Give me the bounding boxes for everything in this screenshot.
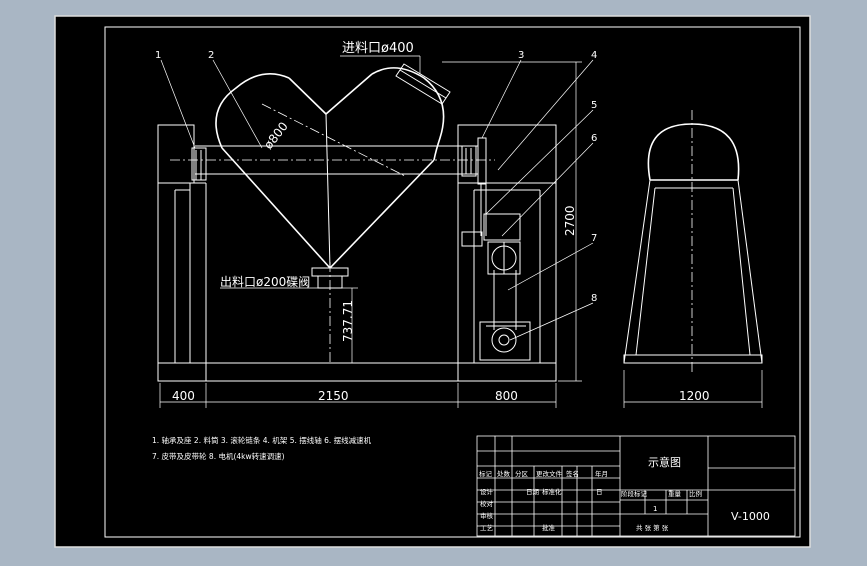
callout-1: 1: [155, 50, 161, 61]
dim-400-label: 400: [172, 389, 195, 403]
tb-stage-mark: 阶段标记: [621, 489, 648, 498]
drawing-border: [104, 26, 801, 538]
legend-line-2: 7. 皮带及皮带轮 8. 电机(4kw转速调速): [152, 451, 285, 461]
tb-approve: 批准: [542, 523, 556, 532]
tb-header-sign: 签名: [566, 469, 579, 478]
callout-8: 8: [591, 293, 597, 304]
callout-5: 5: [591, 100, 597, 111]
callout-7: 7: [591, 233, 597, 244]
front-view: [157, 63, 557, 382]
inlet-label: 进料口ø400: [342, 41, 414, 56]
tb-header-mark: 标记: [479, 469, 493, 478]
callout-2: 2: [208, 50, 214, 61]
tb-header-change-doc: 更改文件: [536, 469, 563, 478]
tb-sheets: 共 张 第 张: [636, 523, 669, 532]
callout-3: 3: [518, 50, 524, 61]
tb-scale: 比例: [689, 489, 702, 498]
dim-1200-label: 1200: [679, 389, 710, 403]
dim-2150-label: 2150: [318, 389, 349, 403]
tb-process: 工艺: [480, 524, 494, 532]
callout-6: 6: [591, 133, 597, 144]
tb-header-count: 处数: [497, 469, 511, 478]
side-view: [623, 110, 763, 372]
sheet-background: [54, 15, 811, 548]
height-outlet-label: 737.71: [341, 300, 355, 342]
tb-date-label: 日期: [526, 488, 540, 496]
tb-header-date: 年月: [595, 469, 608, 478]
tb-audit: 审核: [480, 511, 494, 520]
tb-checked: 校对: [480, 499, 494, 508]
tb-header-zone: 分区: [515, 469, 529, 478]
tb-date-value: 日: [596, 488, 603, 496]
title-block-drawing-name: 示意图: [648, 455, 681, 469]
dimensions: [159, 55, 763, 408]
outlet-label: 出料口ø200碟阀: [220, 275, 310, 289]
callout-4: 4: [591, 50, 597, 61]
dim-800-label: 800: [495, 389, 518, 403]
tb-weight: 重量: [668, 490, 682, 498]
legend-line-1: 1. 轴承及座 2. 料筒 3. 滚轮链条 4. 机架 5. 摆线轴 6. 摆线…: [152, 435, 372, 445]
tb-design: 设计: [480, 487, 494, 496]
title-block: [476, 435, 796, 537]
tb-count-value: 1: [653, 505, 657, 513]
title-block-drawing-no: V-1000: [731, 510, 770, 523]
height-total-label: 2700: [563, 205, 577, 236]
tb-standardized: 标准化: [542, 487, 562, 496]
